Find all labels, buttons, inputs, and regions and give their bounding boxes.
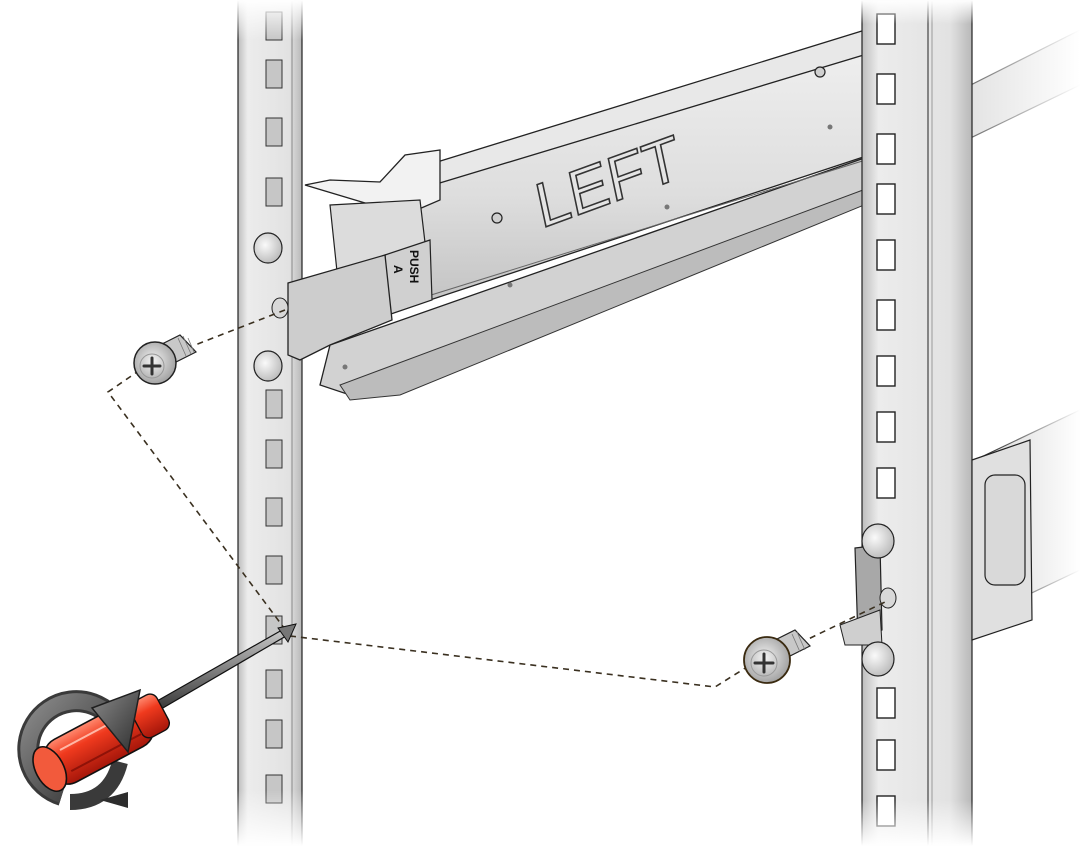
screw-rear: [743, 629, 811, 684]
rotation-arrowhead: [90, 688, 141, 808]
left-front-rack-post: [236, 0, 306, 846]
screw-front: [133, 334, 197, 385]
mounting-knob: [861, 641, 895, 677]
mounting-knob: [253, 232, 283, 264]
front-rail-bracket: PUSH A: [253, 149, 441, 382]
right-rear-rack-post: [860, 0, 975, 846]
alignment-leader-lines: [106, 309, 886, 688]
left-slide-rail: LEFT: [319, 9, 931, 401]
push-tab-label: PUSH: [407, 250, 421, 283]
push-tab-sublabel: A: [391, 265, 405, 274]
phillips-head-icon: [142, 356, 162, 376]
rear-rail-bracket: [839, 439, 1033, 677]
mounting-knob: [253, 350, 283, 382]
phillips-head-icon: [753, 652, 775, 674]
mounting-knob: [861, 523, 895, 559]
